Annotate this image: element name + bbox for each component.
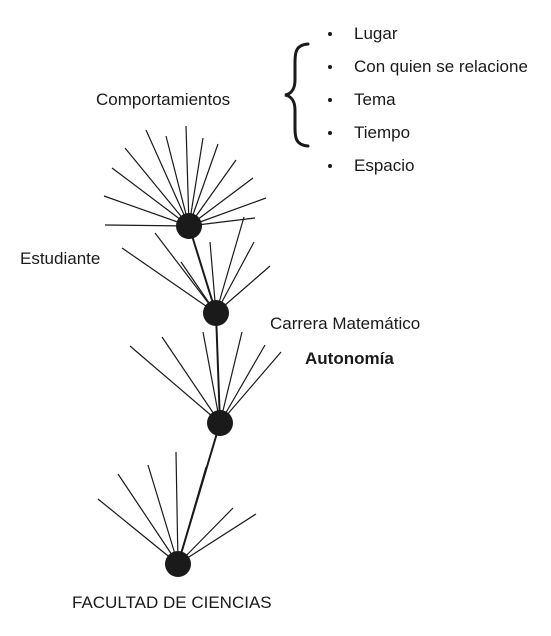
ray-facultad-2 [117,473,179,565]
node-autonomia [207,410,233,436]
ray-estudiante-6 [215,241,255,314]
ray-autonomia-5 [219,344,266,424]
ray-comportamientos-7 [185,125,190,227]
ray-comportamientos-3 [111,167,190,227]
ray-facultad-4 [175,451,179,565]
ray-facultad-3 [147,464,179,565]
node-comportamientos [176,213,202,239]
ray-facultad-1 [97,498,179,565]
ray-comportamientos-8 [188,137,204,227]
ray-estudiante-2 [154,232,217,314]
bullet-icon [328,32,332,36]
ray-comportamientos-4 [124,147,190,227]
label-facultad-de-ciencias: FACULTAD DE CIENCIAS [72,593,272,612]
bullet-icon [328,164,332,168]
behavior-item-label: Con quien se relacione [354,57,528,76]
ray-autonomia-4 [219,331,243,424]
behavior-item-label: Tema [354,90,396,109]
behavior-item-label: Lugar [354,24,398,43]
bullet-icon [328,98,332,102]
ray-facultad-6 [177,507,234,565]
trunk-segment-2 [215,312,221,424]
ray-comportamientos-6 [165,135,190,227]
trunk-segment-3 [177,422,221,565]
ray-autonomia-1 [129,345,221,424]
behavior-item-tiempo: Tiempo [322,116,528,149]
ray-autonomia-3 [202,331,221,424]
ray-estudiante-5 [215,216,245,314]
curly-brace [284,42,310,148]
ray-autonomia-6 [219,351,282,424]
behavior-item-espacio: Espacio [322,149,528,182]
behavior-item-lugar: Lugar [322,17,528,50]
ray-facultad-7 [177,513,257,565]
bullet-icon [328,65,332,69]
label-estudiante: Estudiante [20,249,101,268]
label-comportamientos: Comportamientos [96,90,231,109]
bullet-icon [328,131,332,135]
ray-comportamientos-9 [188,143,219,227]
ray-comportamientos-5 [145,129,190,227]
ray-estudiante-1 [121,247,217,314]
ray-comportamientos-2 [103,195,190,227]
node-estudiante [203,300,229,326]
behavior-item-con-quien: Con quien se relacione [322,50,528,83]
behavior-item-label: Espacio [354,156,415,175]
trunk-segment-1 [188,225,217,314]
label-carrera-matematico: Carrera Matemático [270,314,421,333]
ray-comportamientos-1 [104,224,190,227]
behavior-item-label: Tiempo [354,123,411,142]
node-facultad [165,551,191,577]
ray-comportamientos-12 [188,197,267,227]
behavior-list: Lugar Con quien se relacione Tema Tiempo… [322,17,528,182]
label-autonomia: Autonomía [305,349,394,368]
behavior-item-tema: Tema [322,83,528,116]
ray-comportamientos-11 [188,177,254,227]
ray-comportamientos-10 [188,159,237,227]
ray-autonomia-2 [161,336,221,424]
